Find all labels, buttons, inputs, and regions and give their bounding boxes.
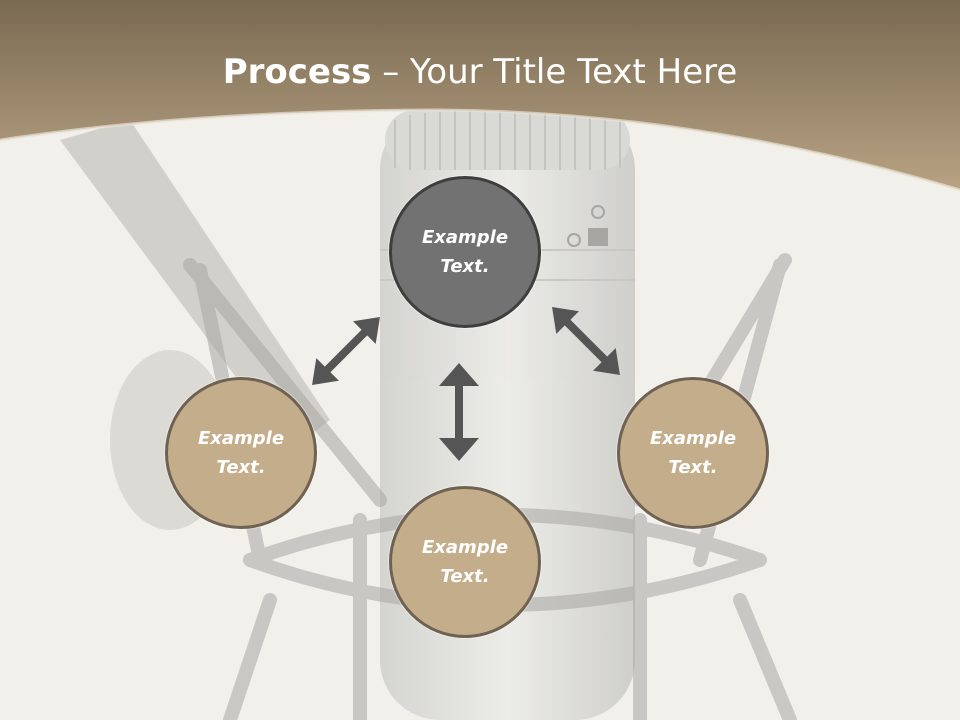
node-top-label: Example Text. <box>421 227 509 277</box>
node-bottom: Example Text. <box>389 486 541 638</box>
boom-shadow <box>60 120 330 450</box>
node-left-label: Example Text. <box>197 428 285 478</box>
node-top: Example Text. <box>389 176 541 328</box>
shock-mount-illustration <box>183 253 797 720</box>
slide-title: Process – Your Title Text Here <box>0 52 960 92</box>
title-bold: Process <box>222 52 372 92</box>
node-right-label: Example Text. <box>649 428 737 478</box>
header-band <box>0 0 960 190</box>
node-right: Example Text. <box>617 377 769 529</box>
node-bottom-label: Example Text. <box>421 537 509 587</box>
node-left: Example Text. <box>165 377 317 529</box>
title-rest: – Your Title Text Here <box>371 52 738 92</box>
